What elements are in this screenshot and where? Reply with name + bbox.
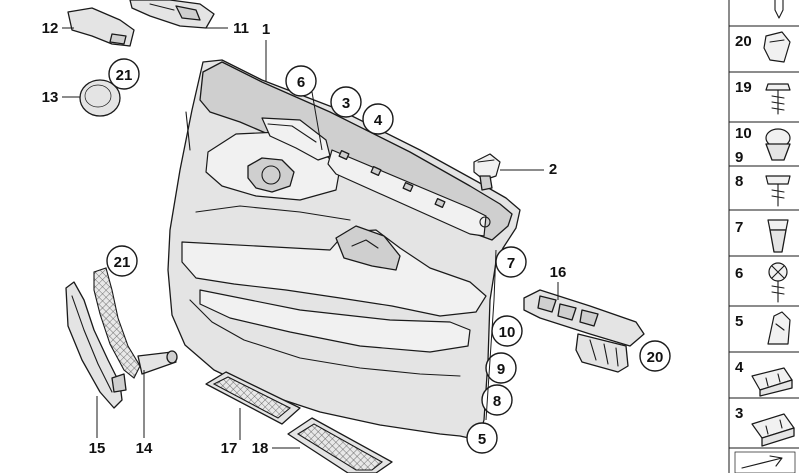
part-18-door-pocket-mat bbox=[287, 417, 393, 473]
svg-text:1: 1 bbox=[262, 21, 270, 38]
svg-text:21: 21 bbox=[114, 254, 131, 271]
label-17: 17 bbox=[221, 408, 241, 457]
svg-text:4: 4 bbox=[735, 359, 744, 376]
svg-text:3: 3 bbox=[735, 405, 743, 422]
svg-text:15: 15 bbox=[89, 440, 106, 457]
svg-text:20: 20 bbox=[647, 349, 664, 366]
svg-text:8: 8 bbox=[735, 173, 743, 190]
label-2: 2 bbox=[500, 161, 557, 178]
label-18: 18 bbox=[252, 440, 300, 457]
callout-10: 10 bbox=[491, 315, 523, 347]
callout-7: 7 bbox=[495, 246, 527, 278]
callout-8: 8 bbox=[481, 384, 513, 416]
svg-text:2: 2 bbox=[549, 161, 557, 178]
label-1: 1 bbox=[262, 21, 270, 82]
part-12-cover bbox=[67, 7, 135, 47]
label-12: 12 bbox=[42, 20, 74, 37]
svg-text:10: 10 bbox=[735, 125, 752, 142]
label-15: 15 bbox=[89, 396, 106, 457]
svg-text:21: 21 bbox=[116, 67, 133, 84]
svg-text:7: 7 bbox=[507, 255, 515, 272]
label-11: 11 bbox=[206, 20, 249, 37]
fastener-panel: 20 19 10 9 8 7 6 5 4 3 bbox=[728, 0, 799, 473]
callout-20: 20 bbox=[639, 340, 671, 372]
svg-text:7: 7 bbox=[735, 219, 743, 236]
label-16: 16 bbox=[550, 264, 567, 300]
svg-text:6: 6 bbox=[735, 265, 743, 282]
svg-text:3: 3 bbox=[342, 95, 350, 112]
part-15-grab-handle-cover bbox=[65, 281, 123, 409]
svg-text:17: 17 bbox=[221, 440, 238, 457]
direction-arrow-box bbox=[734, 451, 796, 473]
svg-text:9: 9 bbox=[497, 361, 505, 378]
leader-7-10-9-8-5 bbox=[485, 249, 497, 421]
svg-text:18: 18 bbox=[252, 440, 269, 457]
label-13: 13 bbox=[42, 89, 80, 106]
svg-text:19: 19 bbox=[735, 79, 752, 96]
part-11-handle-bracket bbox=[129, 0, 215, 29]
fastener-8-screw bbox=[765, 175, 791, 185]
svg-text:4: 4 bbox=[374, 112, 383, 129]
leader-6 bbox=[311, 91, 323, 151]
part-16-window-switch bbox=[523, 289, 645, 373]
fastener-5-clip bbox=[767, 311, 791, 345]
part-13-round-cap bbox=[79, 79, 121, 117]
callout-21-top: 21 bbox=[108, 58, 140, 90]
fastener-7-pushclip bbox=[767, 219, 789, 231]
callout-5: 5 bbox=[466, 422, 498, 454]
svg-text:6: 6 bbox=[297, 74, 305, 91]
svg-text:5: 5 bbox=[735, 313, 743, 330]
svg-text:8: 8 bbox=[493, 393, 501, 410]
svg-text:9: 9 bbox=[735, 149, 743, 166]
callout-4: 4 bbox=[362, 103, 394, 135]
door-trim-panel bbox=[167, 59, 521, 441]
label-14: 14 bbox=[136, 370, 153, 457]
callout-6: 6 bbox=[285, 65, 317, 97]
arrow-icon bbox=[741, 455, 783, 469]
svg-text:20: 20 bbox=[735, 33, 752, 50]
part-14-grab-handle-core bbox=[93, 267, 178, 393]
fastener-20-clip bbox=[763, 31, 791, 63]
svg-text:13: 13 bbox=[42, 89, 59, 106]
svg-text:14: 14 bbox=[136, 440, 153, 457]
svg-text:10: 10 bbox=[499, 324, 516, 341]
callout-9: 9 bbox=[485, 352, 517, 384]
callout-3: 3 bbox=[330, 86, 362, 118]
svg-text:12: 12 bbox=[42, 20, 59, 37]
fastener-19-screw bbox=[765, 83, 791, 91]
callout-21-handle: 21 bbox=[106, 245, 138, 277]
part-17-speaker-grille bbox=[205, 371, 301, 425]
svg-text:5: 5 bbox=[478, 431, 486, 448]
svg-text:16: 16 bbox=[550, 264, 567, 281]
svg-text:11: 11 bbox=[233, 20, 249, 37]
part-2-clip bbox=[473, 153, 501, 191]
